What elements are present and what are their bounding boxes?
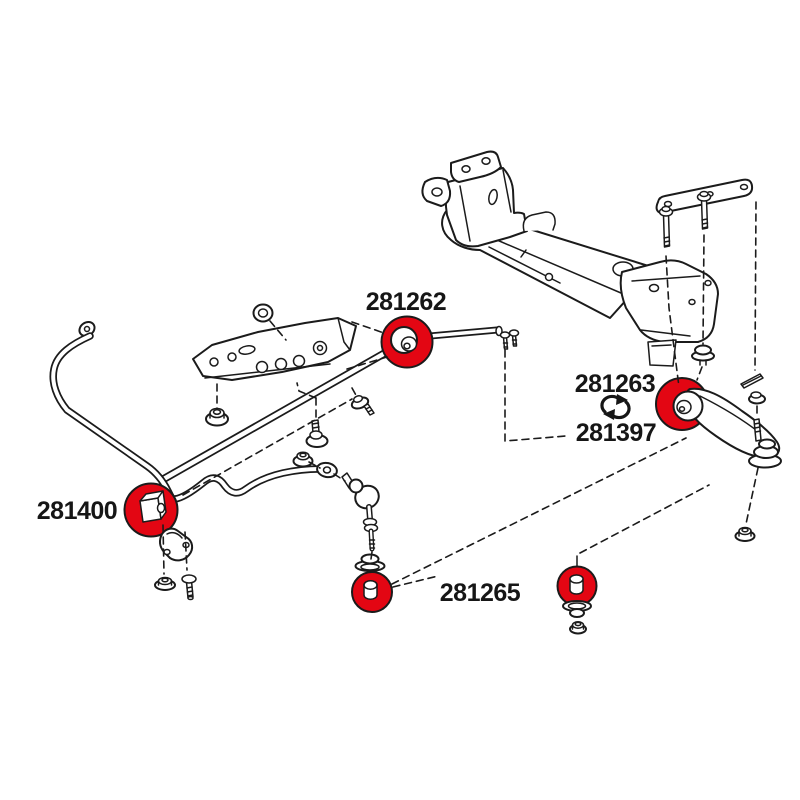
cup-washer: [562, 600, 592, 618]
bushing-281265-left: [351, 571, 393, 613]
washer: [252, 303, 274, 323]
bushing-281400: [123, 482, 179, 538]
tension-rod-bracket: [192, 317, 357, 381]
clamp-bolt: [181, 574, 197, 601]
part-label-281265: 281265: [440, 579, 521, 607]
subframe-right-mount: [619, 259, 719, 367]
bushing-281262: [380, 315, 434, 369]
part-label-281263: 281263: [575, 370, 655, 398]
bracket-bolt: [305, 419, 329, 448]
subframe-crossmember: [421, 150, 719, 367]
link-nut: [569, 621, 587, 635]
part-label-281400: 281400: [37, 497, 117, 525]
swap-arrows-icon: [600, 394, 631, 420]
part-label-281262: 281262: [366, 288, 446, 316]
sway-bar-clamp: [158, 527, 194, 562]
rod-end-bolt: [508, 329, 520, 347]
mushroom-washer: [691, 344, 715, 366]
bracket-nut: [205, 407, 229, 427]
ball-joint-boot: [748, 438, 782, 469]
cotter-washer: [740, 373, 764, 389]
link-cup-washer: [354, 553, 386, 572]
ball-joint-stud: [753, 418, 762, 442]
stud-nut: [748, 391, 766, 405]
long-bolt: [696, 190, 712, 230]
leader-lines: [162, 201, 759, 588]
clamp-nut: [154, 576, 176, 591]
control-arm: [655, 344, 782, 542]
castle-nut: [734, 526, 756, 542]
long-bolt: [658, 205, 674, 248]
part-label-281397: 281397: [576, 419, 656, 447]
sway-bar: [49, 320, 338, 503]
bracket-flange-bolt: [350, 395, 375, 416]
tension-rod: [158, 325, 520, 484]
engine-mount-bracket: [421, 150, 528, 248]
bushing-281265-right: [556, 555, 598, 607]
small-nut: [292, 451, 314, 468]
beam-boss: [522, 211, 556, 232]
hanger-bracket: [655, 178, 754, 248]
stabilizer-link: [341, 472, 380, 552]
rod-end-bolt: [499, 331, 511, 350]
